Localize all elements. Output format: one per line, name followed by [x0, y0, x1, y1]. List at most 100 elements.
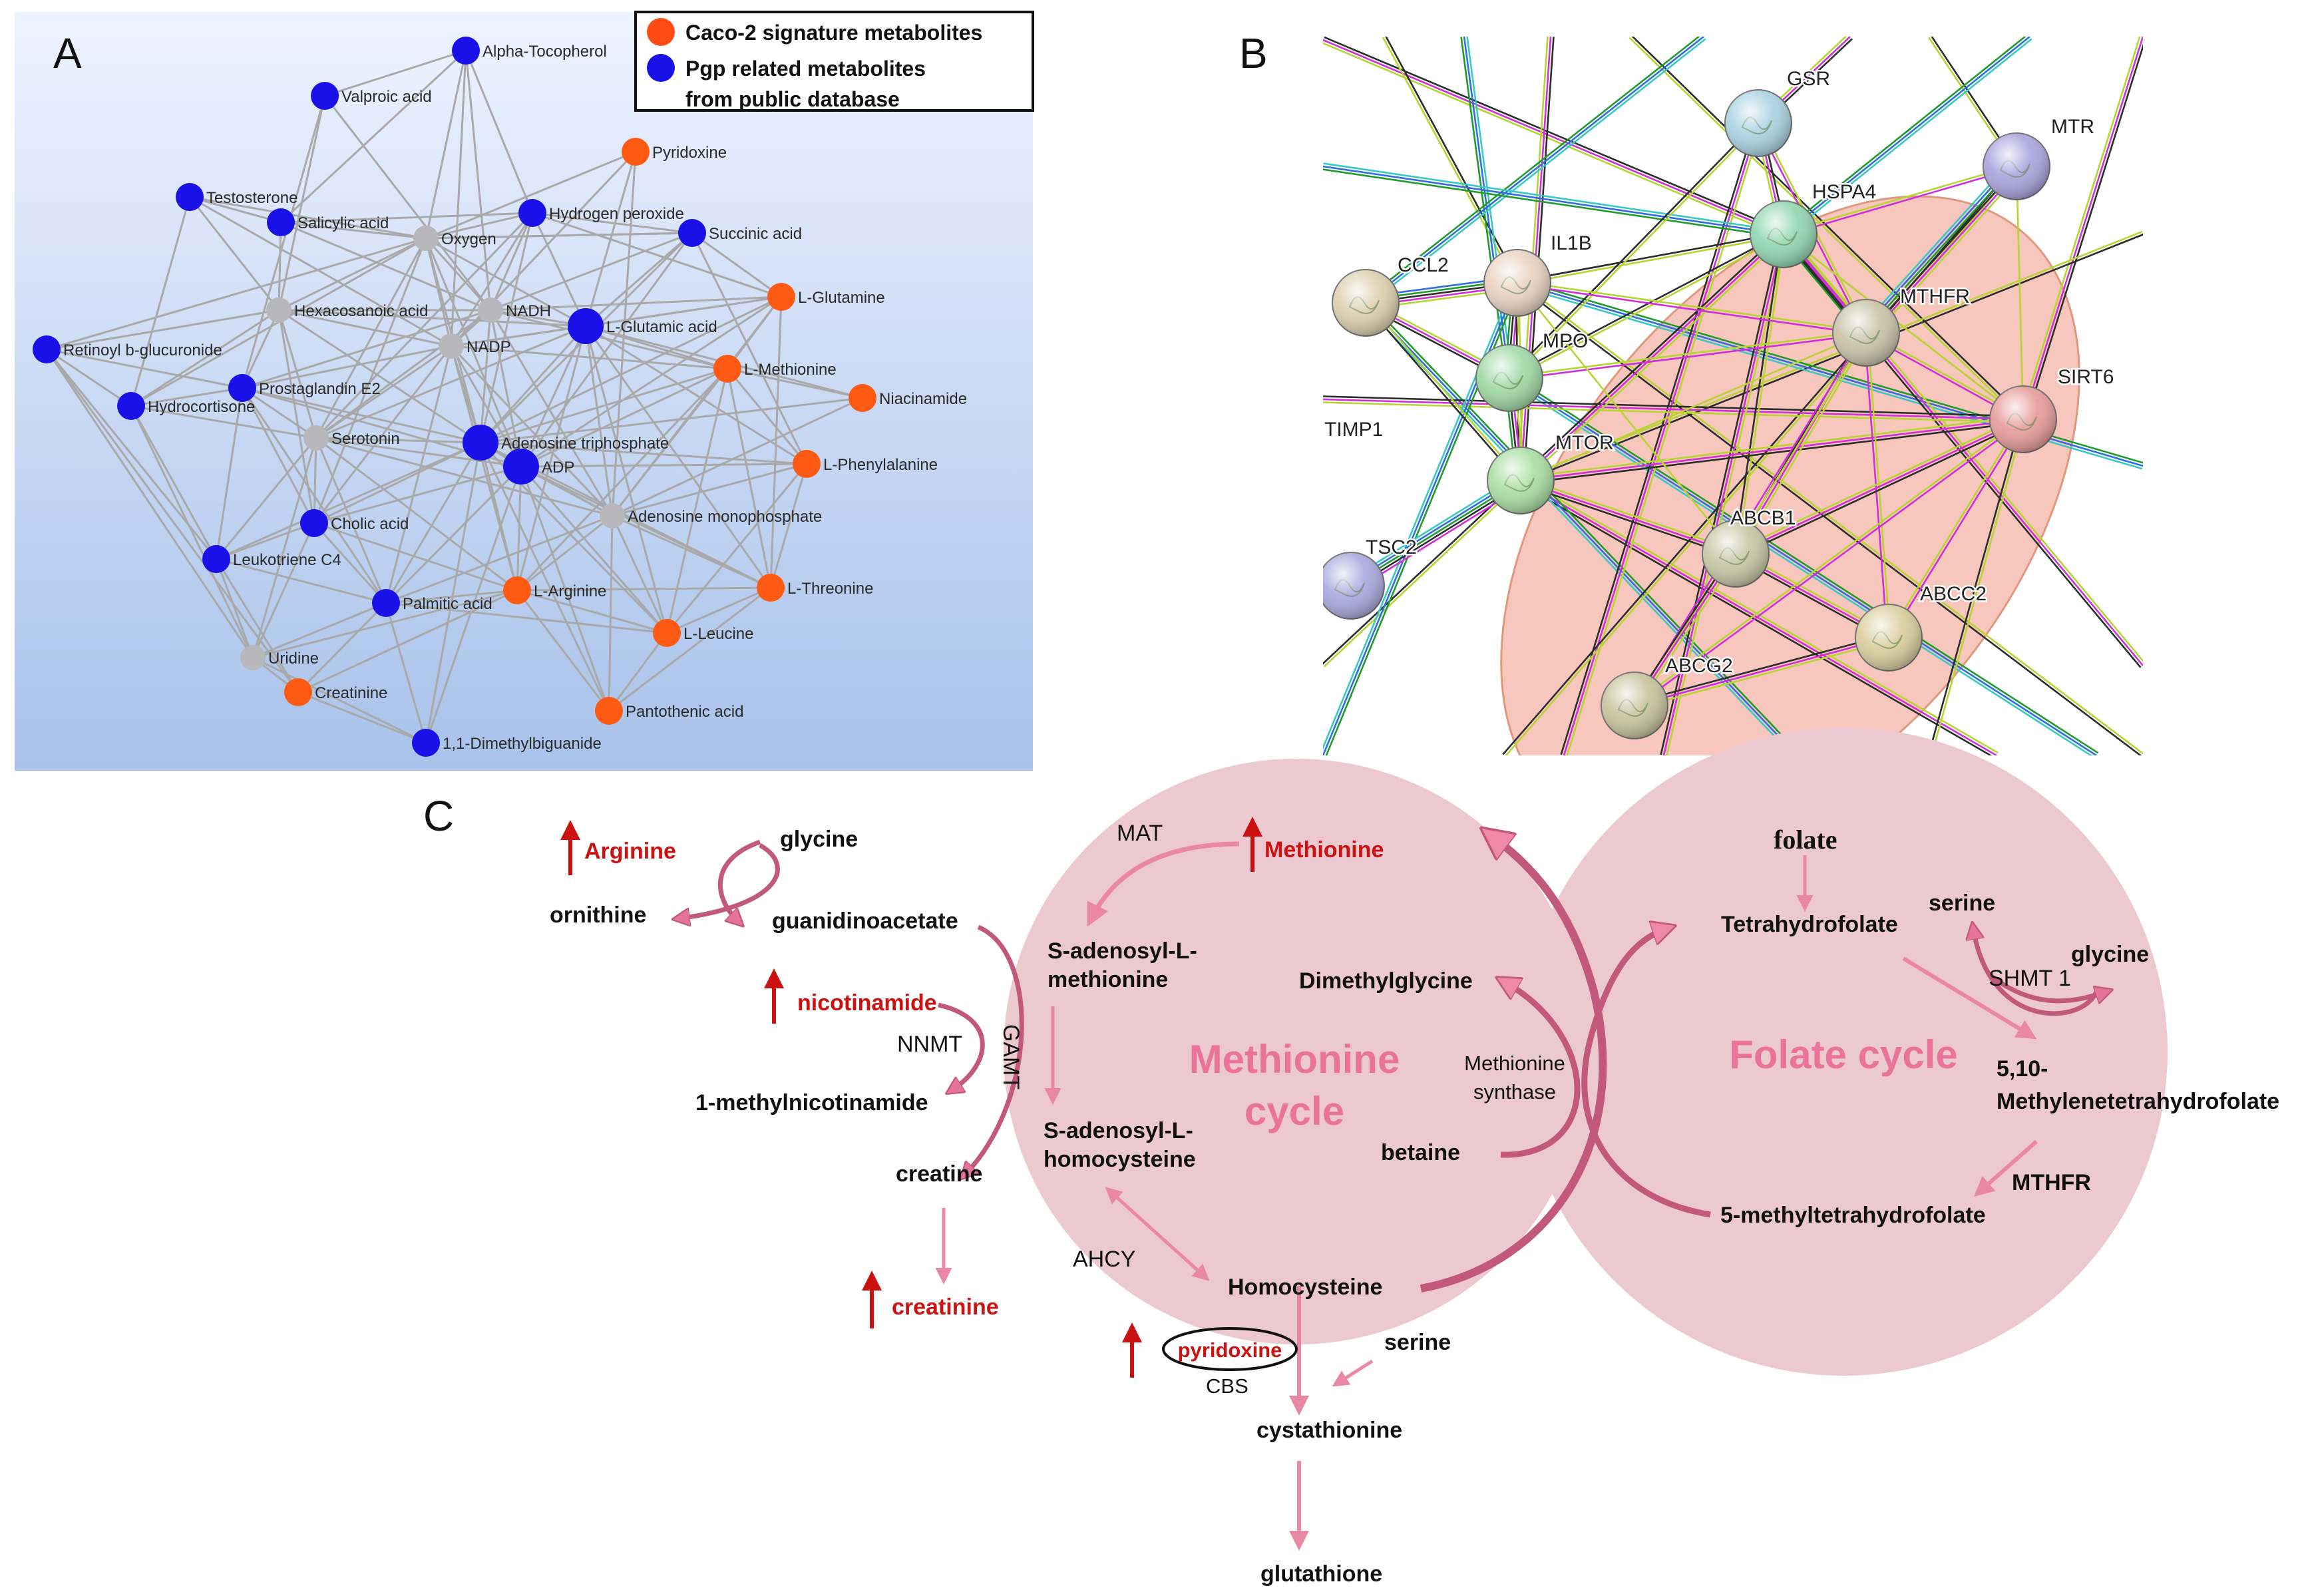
arrow-shmt1-to-serine	[1973, 928, 2099, 1016]
protein-interaction-edge	[1520, 479, 1736, 555]
metabolite-node-pantothenic: Pantothenic acid	[595, 697, 743, 725]
network-edge	[130, 405, 254, 658]
metabolite-node-label: Hexacosanoic acid	[294, 302, 428, 320]
arrow-shmt1-to-glycine	[1988, 973, 2106, 1001]
network-edge	[516, 586, 771, 592]
protein-interaction-edge	[1522, 236, 1786, 484]
network-edge	[278, 309, 481, 444]
protein-label: GSR	[1787, 68, 1830, 90]
metabolite-node-dot	[412, 729, 440, 757]
network-edge	[585, 232, 693, 327]
network-edge	[45, 349, 299, 693]
network-edge	[315, 437, 613, 517]
network-edge	[188, 196, 280, 311]
protein-node-mtr: MTR	[1983, 114, 2096, 200]
metabolite-node-phenylalanine: L-Phenylalanine	[793, 450, 938, 478]
network-edge	[252, 589, 518, 659]
protein-sphere-shading	[1855, 604, 1922, 671]
network-edge	[313, 345, 453, 524]
network-edge	[726, 368, 808, 465]
network-edge	[425, 50, 467, 239]
legend-swatch-pgp	[647, 54, 675, 82]
metabolite-node-dot	[439, 333, 464, 359]
network-edge	[280, 49, 467, 224]
network-edge	[242, 345, 452, 389]
label-glutathione: glutathione	[1260, 1561, 1382, 1587]
metabolite-node-dot	[413, 226, 439, 251]
folate-cycle-title: Folate cycle	[1729, 1032, 1958, 1077]
protein-node-timp1: TIMP1	[1323, 417, 1385, 443]
metabolite-node-dot	[713, 355, 741, 383]
protein-interaction-edge	[1323, 39, 1784, 236]
panel-letter-a: A	[53, 29, 82, 77]
protein-interaction-edge	[1323, 481, 1523, 668]
protein-node-il1b: IL1B	[1483, 231, 1593, 317]
protein-interaction-edge	[1519, 482, 1993, 755]
network-edge	[278, 95, 326, 311]
metabolite-node-label: Pyridoxine	[652, 144, 727, 162]
metabolite-node-dot	[267, 208, 295, 236]
network-edge	[280, 212, 533, 224]
network-edge	[385, 465, 522, 604]
network-edge	[215, 387, 244, 560]
network-edge	[278, 222, 282, 311]
pyridoxine-highlight-ellipse	[1162, 1327, 1298, 1371]
metabolite-node-testosterone: Testosterone	[176, 183, 297, 211]
metabolite-node-arginine: L-Arginine	[503, 576, 606, 604]
label-sam-line1: S-adenosyl-L-	[1048, 938, 1197, 964]
network-edge	[489, 309, 522, 467]
legend-label-caco: Caco-2 signature metabolites	[685, 21, 982, 45]
metabolite-node-atp: Adenosine triphosphate	[463, 425, 669, 461]
protein-interaction-edge	[1366, 301, 1523, 481]
pathway-arrows	[679, 835, 2106, 1551]
network-edge	[520, 325, 587, 467]
network-edge	[727, 367, 863, 399]
protein-interaction-edge	[1363, 37, 1700, 301]
network-edge	[425, 466, 522, 743]
metabolite-node-dot	[117, 392, 145, 420]
network-edge	[278, 309, 586, 327]
metabolite-node-label: 1,1-Dimethylbiguanide	[443, 735, 602, 753]
network-edge	[385, 589, 518, 604]
protein-interaction-edge	[1785, 232, 2143, 663]
metabolite-node-serotonin: Serotonin	[303, 425, 400, 451]
network-edge	[584, 325, 668, 634]
arrow-methylthf-thf	[1581, 928, 1711, 1218]
metabolite-node-amp: Adenosine monophosphate	[600, 503, 822, 528]
protein-node-mpo: MPO	[1475, 329, 1590, 412]
protein-interaction-edge	[1629, 37, 2023, 421]
network-edge	[516, 466, 522, 591]
network-edge	[313, 441, 481, 524]
network-edge	[315, 212, 534, 439]
network-edge	[324, 49, 467, 97]
label-arginine: Arginine	[584, 839, 676, 864]
protein-interaction-edge	[1323, 401, 2023, 423]
metabolite-node-palmitic: Palmitic acid	[372, 589, 492, 617]
network-edge	[479, 325, 587, 444]
protein-sphere-shading	[1725, 90, 1792, 156]
label-guanidinoacetate: guanidinoacetate	[772, 908, 958, 934]
network-edge	[520, 466, 610, 711]
protein-node-gsr: GSR	[1724, 67, 1832, 157]
label-creatine: creatine	[896, 1161, 982, 1187]
methionine-cycle-title-line1: Methionine	[1189, 1037, 1400, 1082]
protein-interaction-edge	[1662, 234, 1785, 755]
network-edge	[726, 368, 772, 588]
protein-interaction-edge	[1323, 42, 1783, 238]
network-edge	[479, 212, 534, 443]
protein-interaction-edge	[1520, 479, 1997, 755]
network-edge	[611, 368, 729, 516]
metabolite-node-dot	[478, 298, 503, 323]
metabolite-node-dot	[503, 576, 531, 604]
protein-interaction-edge	[1365, 302, 1798, 755]
protein-interaction-edge	[1517, 280, 1867, 333]
arrow-homocysteine-methionine	[1420, 835, 1607, 1293]
network-edge	[479, 309, 492, 443]
metabolite-node-dot	[568, 308, 604, 344]
protein-interaction-edge	[1864, 164, 2016, 333]
metabolite-node-label: L-Glutamine	[798, 289, 885, 307]
protein-label: MTOR	[1555, 432, 1614, 454]
network-edge	[313, 522, 518, 592]
protein-interaction-edge	[1859, 160, 2012, 329]
protein-interaction-edge	[2025, 43, 2143, 421]
